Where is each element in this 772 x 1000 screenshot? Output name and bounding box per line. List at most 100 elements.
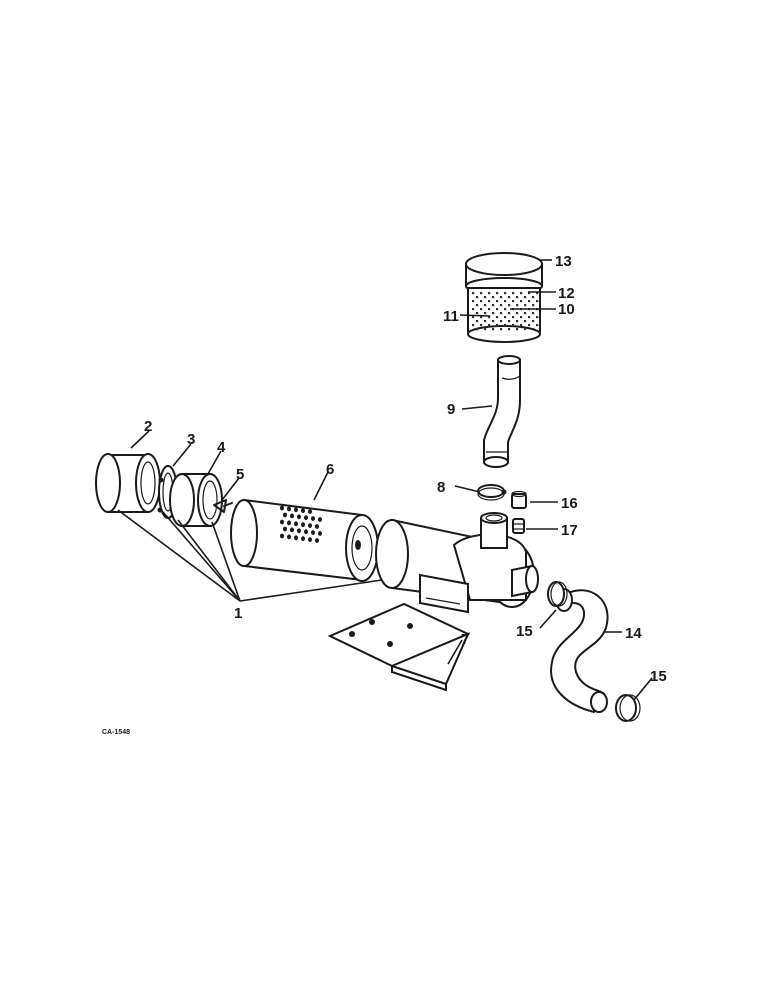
perforation-dot — [280, 533, 284, 539]
callout-9: 9 — [447, 401, 455, 418]
mesh-cell — [516, 328, 519, 331]
mesh-cell — [472, 324, 475, 327]
callout-12: 12 — [558, 285, 575, 302]
mesh-cell — [524, 320, 527, 323]
perforation-dot — [297, 514, 301, 520]
perforation-dot — [297, 528, 301, 534]
mesh-cell — [512, 324, 515, 327]
mesh-cell — [524, 328, 527, 331]
mesh-cell — [528, 316, 531, 319]
mesh-cell — [536, 324, 539, 327]
perforation-dot — [287, 534, 291, 540]
mesh-cell — [488, 308, 491, 311]
part-12-screen — [467, 287, 541, 343]
perforation-dot — [287, 506, 291, 512]
mesh-cell — [508, 304, 511, 307]
callout-15-upper: 15 — [516, 623, 533, 640]
mesh-cell — [536, 300, 539, 303]
mesh-cell — [484, 312, 487, 315]
mesh-cell — [524, 296, 527, 299]
callout-1: 1 — [234, 605, 242, 622]
mesh-cell — [484, 304, 487, 307]
mesh-cell — [480, 324, 483, 327]
mesh-cell — [480, 308, 483, 311]
mesh-cell — [500, 304, 503, 307]
mesh-cell — [532, 320, 535, 323]
callout-7: 7 — [461, 631, 469, 648]
callout-2: 2 — [144, 418, 152, 435]
leader-lines — [117, 259, 653, 701]
perforation-dot — [311, 516, 315, 521]
mesh-cell — [496, 308, 499, 311]
perforation-dot — [318, 531, 322, 536]
mesh-cell — [532, 312, 535, 315]
part-7-bracket — [327, 602, 471, 692]
perforation-dot — [311, 530, 315, 535]
perforation-dot — [280, 505, 284, 511]
filter-perforations — [280, 505, 322, 543]
perforation-dot — [308, 523, 312, 528]
mesh-cell — [496, 324, 499, 327]
perforation-dot — [294, 507, 298, 513]
mesh-cell — [532, 304, 535, 307]
mesh-cell — [476, 304, 479, 307]
mesh-cell — [516, 312, 519, 315]
perforation-dot — [301, 508, 305, 514]
part-4-seal — [169, 473, 223, 527]
part-6-filter-element — [230, 498, 379, 582]
perforation-dot — [294, 535, 298, 541]
mesh-cell — [512, 292, 515, 295]
callout-16: 16 — [561, 495, 578, 512]
callout-8: 8 — [437, 479, 445, 496]
callout-4: 4 — [217, 439, 226, 456]
mesh-cell — [508, 296, 511, 299]
perforation-dot — [283, 512, 287, 518]
mesh-cell — [492, 312, 495, 315]
mesh-cell — [472, 316, 475, 319]
perforation-dot — [308, 537, 312, 542]
mesh-cell — [476, 296, 479, 299]
mesh-cell — [500, 312, 503, 315]
part-8-clamp — [477, 484, 507, 501]
mesh-cell — [496, 316, 499, 319]
perforation-dot — [308, 509, 312, 514]
perforation-dot — [290, 513, 294, 519]
mesh-cell — [524, 312, 527, 315]
callout-6: 6 — [326, 461, 334, 478]
part-17-fitting — [512, 518, 525, 534]
part-15-clamp-lower — [615, 694, 641, 722]
mesh-cell — [536, 292, 539, 295]
callout-5: 5 — [236, 466, 244, 483]
mesh-cell — [500, 328, 503, 331]
mesh-cell — [500, 320, 503, 323]
perforation-dot — [280, 519, 284, 525]
mesh-cell — [512, 316, 515, 319]
screen-mesh — [472, 292, 539, 331]
perforation-dot — [283, 526, 287, 532]
mesh-cell — [520, 300, 523, 303]
perforation-dot — [294, 521, 298, 527]
mesh-cell — [480, 316, 483, 319]
mesh-cell — [504, 308, 507, 311]
perforation-dot — [315, 524, 319, 529]
perforation-dot — [304, 515, 308, 521]
mesh-cell — [516, 320, 519, 323]
part-14-hose — [550, 588, 609, 714]
mesh-cell — [504, 324, 507, 327]
mesh-cell — [488, 324, 491, 327]
mesh-cell — [500, 296, 503, 299]
mesh-cell — [476, 312, 479, 315]
perforation-dot — [290, 527, 294, 533]
part-15-clamp-upper — [547, 581, 568, 607]
mesh-cell — [532, 296, 535, 299]
mesh-cell — [528, 324, 531, 327]
mesh-cell — [472, 308, 475, 311]
drawing-code: CA-1548 — [102, 729, 130, 736]
mesh-cell — [512, 300, 515, 303]
perforation-dot — [301, 522, 305, 528]
part-13-cap — [465, 252, 543, 295]
mesh-cell — [492, 296, 495, 299]
mesh-cell — [472, 300, 475, 303]
